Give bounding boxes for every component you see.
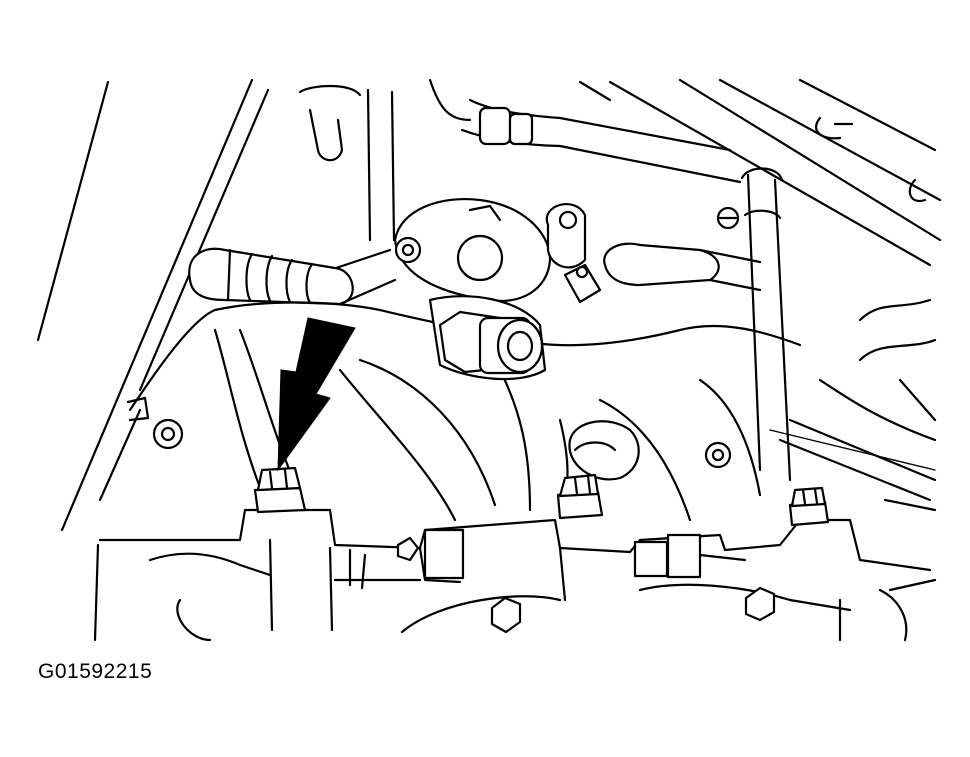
flange-bolt-5: [744, 586, 776, 622]
manifold-bosses: [126, 396, 732, 481]
hose-clamps: [478, 106, 854, 146]
right-side-details: [769, 378, 937, 592]
right-connector-pipe: [603, 206, 762, 292]
flange-bolts: [253, 466, 830, 634]
flange-bolt-6: [396, 536, 420, 562]
bracket-with-hole: [545, 203, 602, 304]
left-edge-lines: [36, 78, 270, 532]
left-ribbed-hose: [188, 247, 397, 306]
arrow-icon: [277, 317, 356, 472]
threaded-fitting: [428, 295, 547, 381]
right-vertical-pipe: [740, 167, 937, 482]
upper-hoses: [298, 78, 942, 267]
flange-bolt-1: [253, 466, 307, 514]
flange-bolt-3: [788, 486, 830, 527]
figure-code: G01592215: [38, 660, 153, 683]
sensor-housing: [393, 198, 552, 303]
flange-bolt-4: [490, 596, 522, 634]
flange-bolt-2: [556, 473, 604, 520]
